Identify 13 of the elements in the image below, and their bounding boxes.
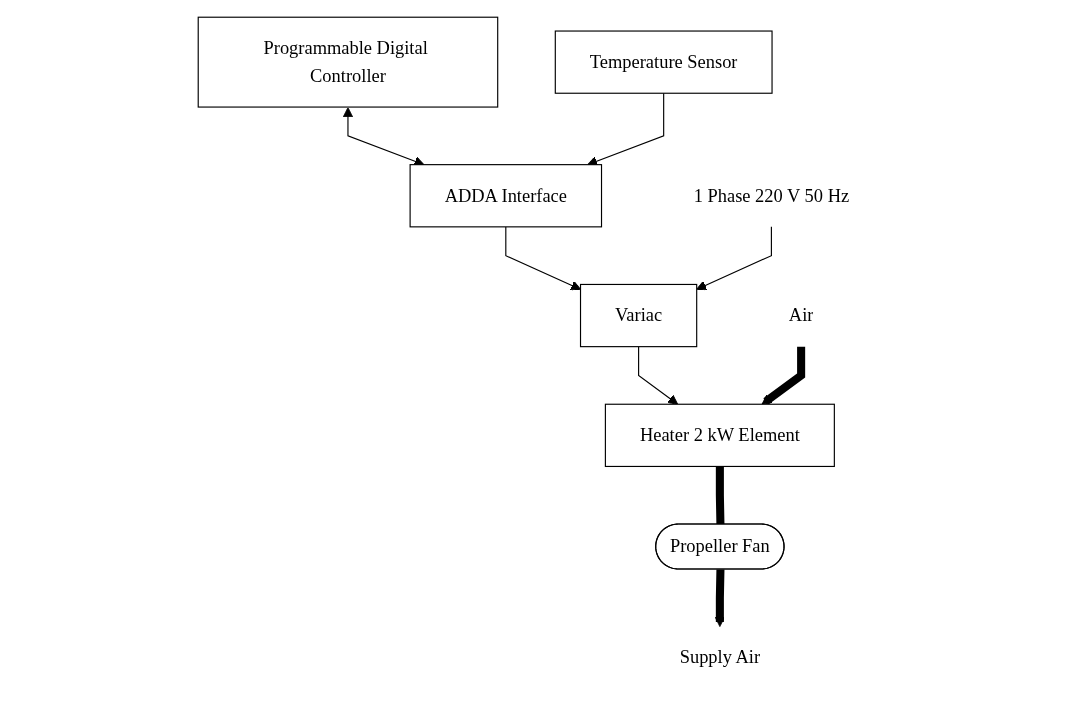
arrow bbox=[714, 569, 725, 628]
arrow bbox=[504, 226, 581, 291]
arrow bbox=[637, 346, 678, 405]
node-box: ADDA Interface bbox=[409, 164, 602, 228]
node-text: 1 Phase 220 V 50 Hz bbox=[693, 185, 849, 205]
node-text: Supply Air bbox=[679, 647, 760, 667]
node-box: Heater 2 kW Element bbox=[604, 403, 835, 468]
arrow bbox=[761, 346, 805, 405]
connector bbox=[715, 466, 724, 525]
node-box: Variac bbox=[579, 283, 697, 348]
node-box: Programmable Digital Controller bbox=[197, 16, 498, 108]
node-text: Air bbox=[788, 305, 813, 325]
node-box: Temperature Sensor bbox=[554, 30, 773, 94]
